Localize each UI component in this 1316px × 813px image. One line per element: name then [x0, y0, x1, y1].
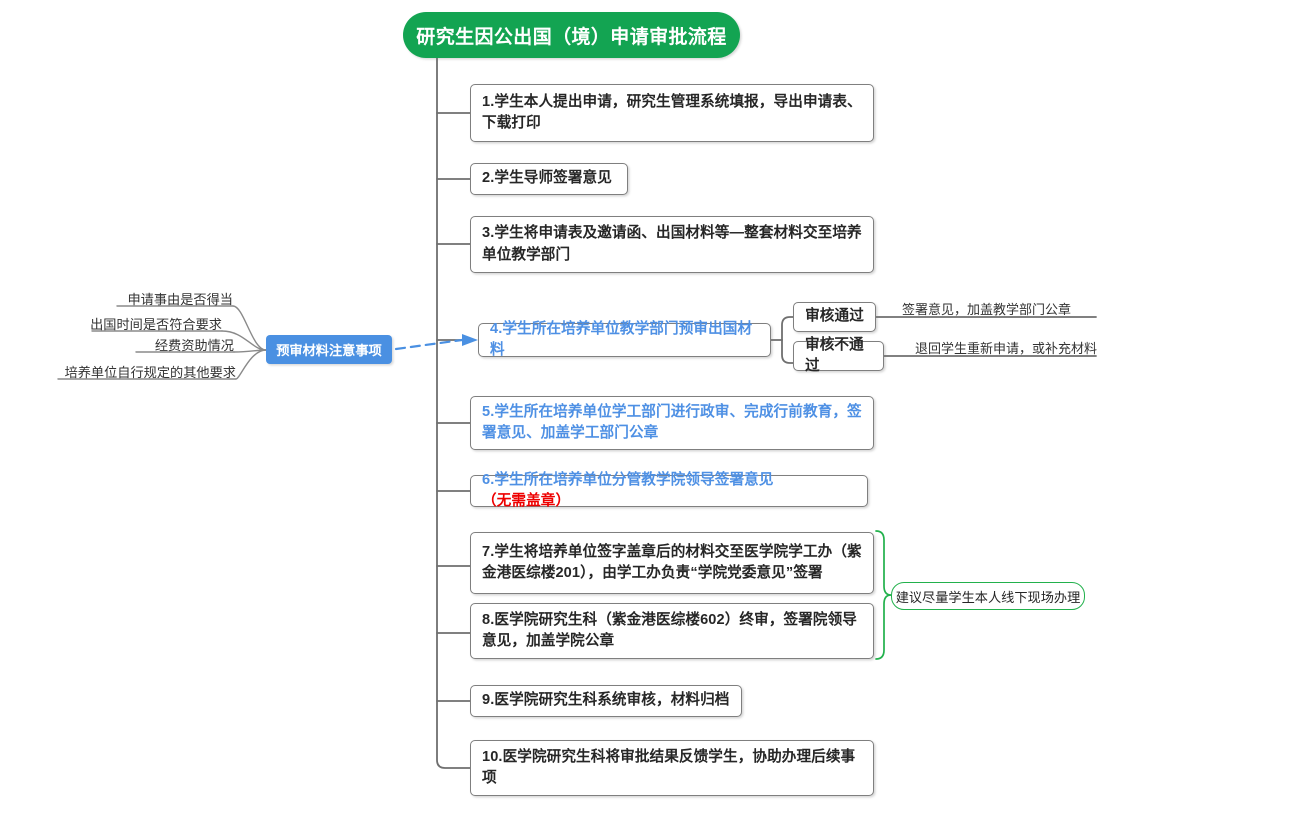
step-node-10[interactable]: 10.医学院研究生科将审批结果反馈学生，协助办理后续事项 [470, 740, 874, 796]
step-label-6: 6.学生所在培养单位分管教学院领导签署意见 （无需盖章） [482, 470, 856, 513]
step-node-7[interactable]: 7.学生将培养单位签字盖章后的材料交至医学院学工办（紫金港医综楼201），由学工… [470, 532, 874, 594]
step-node-9[interactable]: 9.医学院研究生科系统审核，材料归档 [470, 685, 742, 717]
review-pass-label: 审核通过 [805, 308, 864, 325]
note-item-2: 出国时间是否符合要求 [90, 317, 222, 332]
step-label-6-main: 6.学生所在培养单位分管教学院领导签署意见 [482, 471, 774, 488]
step-label-10: 10.医学院研究生科将审批结果反馈学生，协助办理后续事项 [482, 748, 856, 786]
pre-review-notes-node[interactable]: 预审材料注意事项 [266, 335, 392, 364]
note-item-4: 培养单位自行规定的其他要求 [64, 365, 236, 380]
step-node-5[interactable]: 5.学生所在培养单位学工部门进行政审、完成行前教育，签署意见、加盖学工部门公章 [470, 396, 874, 450]
review-pass-note: 签署意见，加盖教学部门公章 [902, 302, 1072, 317]
root-title-node[interactable]: 研究生因公出国（境）申请审批流程 [403, 12, 740, 58]
review-fail-note: 退回学生重新申请，或补充材料 [915, 341, 1098, 356]
review-fail-label: 审核不通过 [805, 336, 864, 374]
step-label-1: 1.学生本人提出申请，研究生管理系统填报，导出申请表、下载打印 [482, 93, 862, 131]
step-node-6[interactable]: 6.学生所在培养单位分管教学院领导签署意见 （无需盖章） [470, 472, 868, 509]
step-label-9: 9.医学院研究生科系统审核，材料归档 [482, 692, 730, 709]
step-node-8[interactable]: 8.医学院研究生科（紫金港医综楼602）终审，签署院领导意见，加盖学院公章 [470, 603, 874, 659]
step-node-4[interactable]: 4.学生所在培养单位教学部门预审出国材料 [478, 321, 771, 358]
step-label-3: 3.学生将申请表及邀请函、出国材料等—整套材料交至培养单位教学部门 [482, 225, 862, 263]
step-label-7: 7.学生将培养单位签字盖章后的材料交至医学院学工办（紫金港医综楼201），由学工… [482, 543, 862, 581]
step-label-5: 5.学生所在培养单位学工部门进行政审、完成行前教育，签署意见、加盖学工部门公章 [482, 403, 862, 441]
review-fail-node[interactable]: 审核不通过 [793, 337, 884, 374]
step-node-3[interactable]: 3.学生将申请表及邀请函、出国材料等—整套材料交至培养单位教学部门 [470, 216, 874, 273]
step-node-2[interactable]: 2.学生导师签署意见 [470, 163, 628, 195]
note-item-1: 申请事由是否得当 [127, 292, 234, 307]
pre-review-notes-label: 预审材料注意事项 [276, 343, 382, 358]
step-label-4: 4.学生所在培养单位教学部门预审出国材料 [490, 320, 753, 358]
step-label-8: 8.医学院研究生科（紫金港医综楼602）终审，签署院领导意见，加盖学院公章 [482, 611, 857, 649]
note-item-3: 经费资助情况 [154, 338, 234, 353]
suggestion-label: 建议尽量学生本人线下现场办理 [895, 589, 1081, 605]
root-title-label: 研究生因公出国（境）申请审批流程 [416, 26, 727, 48]
suggestion-callout[interactable]: 建议尽量学生本人线下现场办理 [891, 582, 1085, 610]
step-node-1[interactable]: 1.学生本人提出申请，研究生管理系统填报，导出申请表、下载打印 [470, 84, 874, 142]
step-label-2: 2.学生导师签署意见 [482, 170, 612, 187]
review-pass-node[interactable]: 审核通过 [793, 302, 876, 332]
step-label-6-no-seal-note: （无需盖章） [482, 493, 571, 509]
